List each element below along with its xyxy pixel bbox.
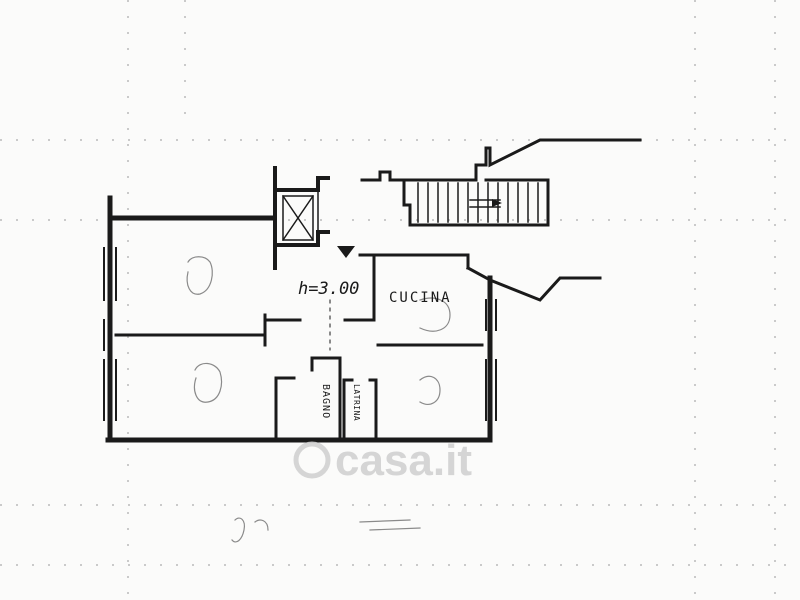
room-label-bathroom: BAGNO bbox=[320, 384, 331, 419]
windows-right bbox=[485, 299, 497, 421]
room-label-toilet: LATRINA bbox=[352, 384, 361, 421]
outer-walls bbox=[105, 195, 493, 443]
pencil-marks bbox=[186, 256, 451, 543]
stair-treads bbox=[417, 182, 539, 223]
room-label-kitchen: CUCINA bbox=[389, 290, 452, 306]
external-stairs bbox=[360, 138, 642, 302]
entrance-triangle-icon bbox=[337, 246, 355, 258]
watermark: casa.it bbox=[293, 436, 472, 485]
ceiling-height-label: h=3.00 bbox=[298, 279, 359, 299]
stair-arrow-icon bbox=[492, 199, 502, 207]
interior-walls bbox=[114, 253, 493, 442]
windows-left bbox=[103, 247, 117, 421]
watermark-text: casa.it bbox=[335, 436, 472, 485]
watermark-logo-icon bbox=[293, 441, 331, 479]
stairwell-shaft bbox=[273, 166, 330, 270]
